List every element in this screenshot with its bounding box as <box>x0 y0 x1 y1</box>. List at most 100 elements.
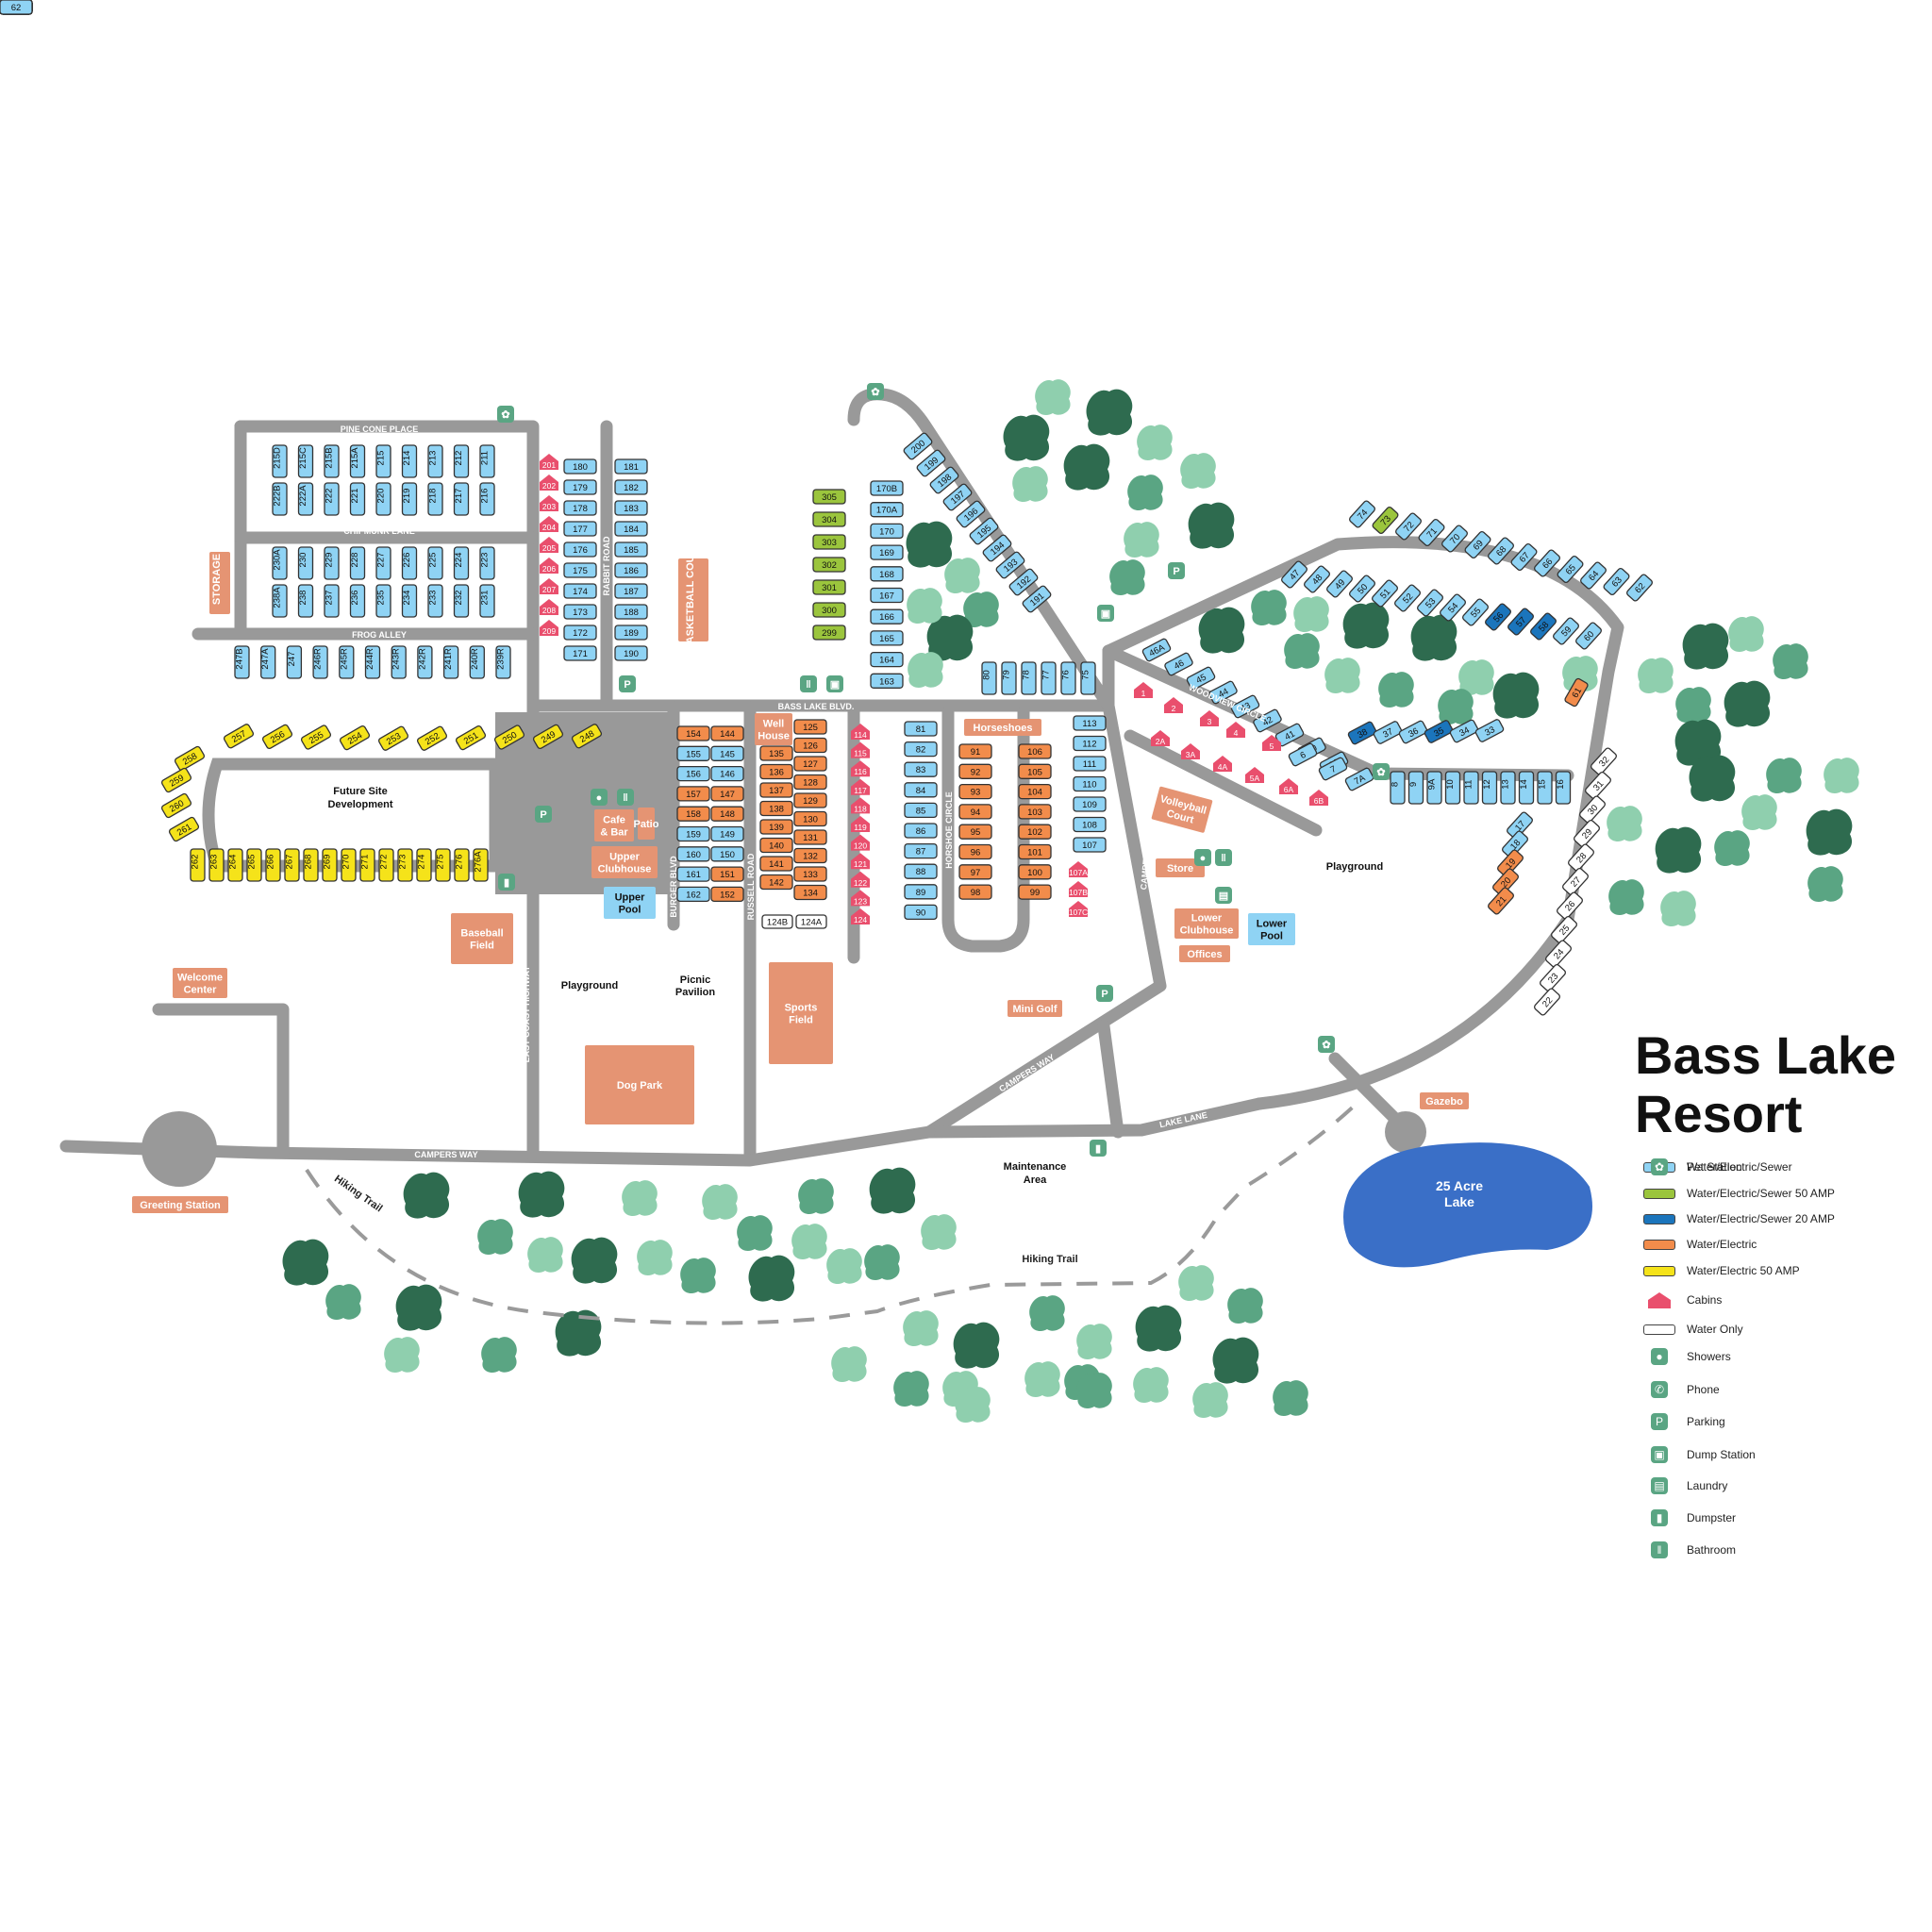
campsite: 168 <box>870 566 904 582</box>
tree <box>1192 1382 1228 1419</box>
campsite: 30 <box>1579 795 1606 824</box>
legend-label: Water/Electric <box>1687 1238 1757 1251</box>
campsite: 68 <box>1488 537 1514 565</box>
welcome-center <box>173 968 227 998</box>
campsite-number: 302 <box>822 560 837 571</box>
campsite: 134 <box>793 884 827 901</box>
tree <box>1655 826 1702 874</box>
lake-layer <box>1343 1142 1592 1268</box>
campsite: 93 <box>958 783 992 800</box>
campsite-marker <box>904 802 938 819</box>
campsite-number: 159 <box>686 830 701 841</box>
campsite-number: 45 <box>1194 673 1208 687</box>
pine-cone-place-road <box>234 420 540 712</box>
chipmunk-lane-label: CHIPMUNK LANE <box>343 526 415 536</box>
campsite-number: 145 <box>720 749 735 759</box>
campsite-number: 188 <box>624 608 639 618</box>
campsite-marker <box>1073 715 1107 731</box>
campsite: 181 <box>614 458 648 475</box>
campsite-marker <box>391 645 407 679</box>
campsite-marker <box>614 521 648 537</box>
campsite-number: 162 <box>686 890 701 900</box>
campsite-marker <box>261 724 293 750</box>
campsite: 148 <box>710 806 744 822</box>
campsite: 99 <box>1018 884 1052 900</box>
pet-station-icon-glyph: ✿ <box>1376 767 1385 778</box>
campsite-marker <box>455 724 487 751</box>
campsite-number: 222B <box>273 485 283 506</box>
tree <box>955 1387 991 1424</box>
campsite: 161 <box>676 866 710 882</box>
tree <box>953 1322 1000 1369</box>
campsite-marker <box>1395 512 1422 541</box>
cabin-number: 206 <box>542 564 556 574</box>
campsite-marker <box>1186 666 1216 691</box>
campsite-marker <box>1540 963 1566 992</box>
campsite: 107 <box>1073 837 1107 853</box>
campsite-marker <box>812 534 846 550</box>
campsite-number: 130 <box>803 815 818 825</box>
tree <box>963 591 999 628</box>
cabin-number: 123 <box>854 896 867 906</box>
campsite-marker <box>614 479 648 495</box>
campsite: 92 <box>958 763 992 779</box>
campsite: 62 <box>0 0 33 15</box>
campsite-marker <box>563 645 597 661</box>
campsite-number: 242R <box>417 648 427 670</box>
campsite-marker <box>1474 719 1505 742</box>
campsite-number: 100 <box>1027 868 1042 878</box>
campsite: 74 <box>1349 500 1375 528</box>
campsite-number: 113 <box>1082 719 1096 729</box>
campsite: 141 <box>759 856 793 872</box>
cabin-marker <box>1226 722 1245 738</box>
parking-icon <box>1096 985 1113 1002</box>
campsite-marker <box>812 489 846 505</box>
campsite-marker <box>1373 721 1403 744</box>
tree <box>1607 806 1642 842</box>
campsite: 171 <box>563 645 597 661</box>
campsite-marker <box>1018 743 1052 759</box>
campsite-marker <box>324 546 340 580</box>
campsite-marker <box>1060 661 1076 695</box>
tree <box>1284 633 1320 670</box>
campsite-number: 110 <box>1082 780 1096 791</box>
campsite-marker <box>1418 518 1445 547</box>
campsite-number: 176 <box>573 545 588 556</box>
campsite-number: 10 <box>1445 779 1456 790</box>
campsite-number: 91 <box>971 747 981 758</box>
campsite-marker <box>375 584 391 618</box>
greeting-circle <box>142 1111 217 1187</box>
legend-swatch <box>1643 1189 1675 1199</box>
campsite-number: 15 <box>1538 779 1548 790</box>
tree <box>903 1310 939 1347</box>
tree <box>1076 1373 1112 1409</box>
trees-layer <box>282 379 1859 1424</box>
campsite-marker <box>710 866 744 882</box>
campsite-number: 220 <box>376 489 387 504</box>
campsite-number: 236 <box>350 591 360 606</box>
campsite-number: 7A <box>1353 773 1368 787</box>
campsite: 106 <box>1018 743 1052 759</box>
dumpster-icon <box>498 874 515 891</box>
campsite-marker <box>227 848 243 882</box>
campsite-number: 155 <box>686 749 701 759</box>
campsite-marker <box>812 511 846 527</box>
tree <box>1342 602 1390 649</box>
campsite-marker <box>1562 867 1589 896</box>
cabin-marker <box>1245 767 1264 783</box>
tree <box>527 1237 563 1274</box>
tree <box>791 1224 827 1260</box>
campsite-marker <box>904 721 938 737</box>
dumpster-icon: ▮ <box>1651 1509 1668 1526</box>
tree <box>1766 758 1802 794</box>
campsite-marker <box>870 651 904 668</box>
bathroom-icon: ‖ <box>1651 1541 1668 1558</box>
campsite-number: 165 <box>879 634 894 644</box>
campsite-number: 42 <box>1261 715 1275 729</box>
campsite-marker <box>563 479 597 495</box>
campsite-number: 240R <box>470 648 480 670</box>
legend-label: Water Only <box>1687 1323 1743 1336</box>
legend-swatch <box>1643 1240 1675 1250</box>
campsite-marker <box>812 602 846 618</box>
campsite-marker <box>349 444 366 478</box>
